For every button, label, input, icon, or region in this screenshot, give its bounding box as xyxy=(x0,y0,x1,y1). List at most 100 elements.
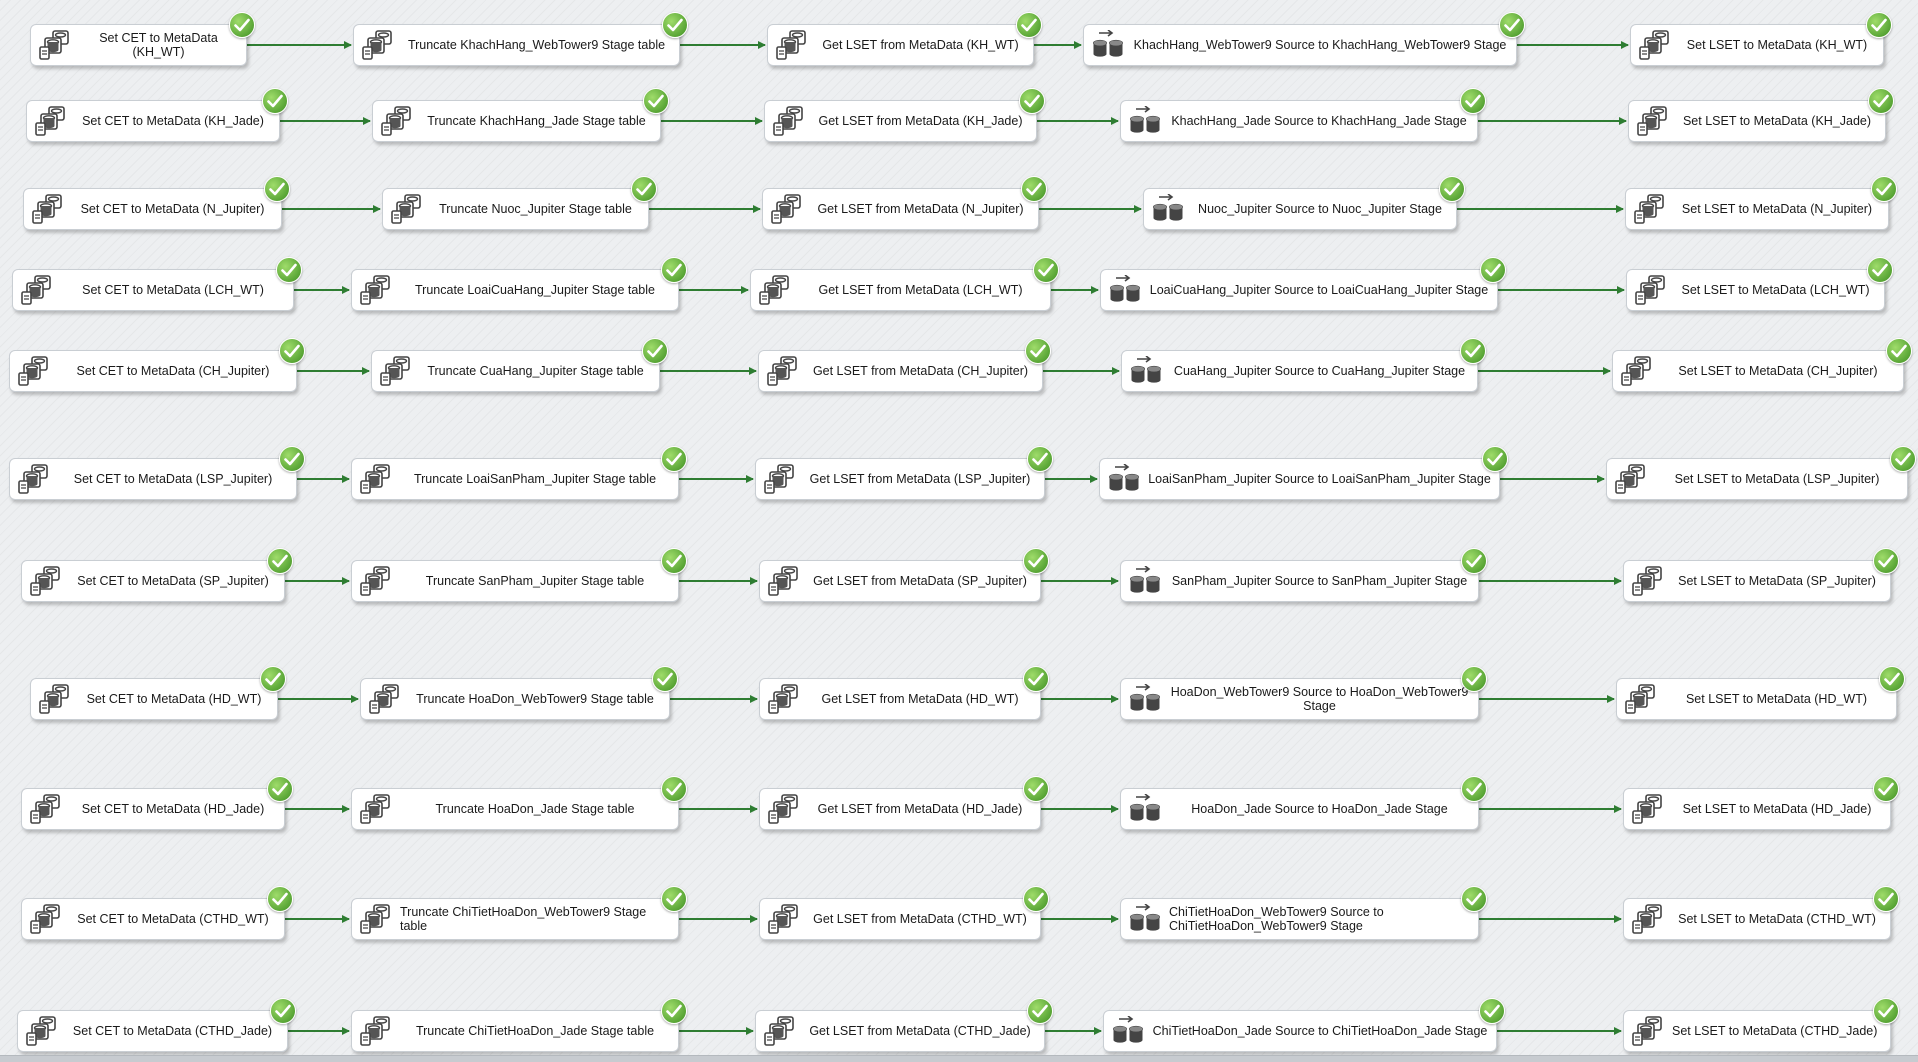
data-flow-task[interactable]: ChiTietHoaDon_Jade Source to ChiTietHoaD… xyxy=(1103,998,1505,1052)
execute-sql-task[interactable]: Set CET to MetaData (LCH_WT) xyxy=(12,257,302,311)
execute-sql-task[interactable]: Set CET to MetaData (HD_WT) xyxy=(30,666,286,720)
execute-sql-task[interactable]: Truncate CuaHang_Jupiter Stage table xyxy=(371,338,668,392)
execute-sql-task[interactable]: Truncate ChiTietHoaDon_WebTower9 Stage t… xyxy=(351,886,687,940)
task-label: Set LSET to MetaData (KH_Jade) xyxy=(1682,114,1872,128)
execute-sql-task[interactable]: Get LSET from MetaData (SP_Jupiter) xyxy=(759,548,1049,602)
designer-bottom-border xyxy=(0,1055,1918,1062)
task-label: KhachHang_Jade Source to KhachHang_Jade … xyxy=(1171,114,1467,128)
data-flow-task-icon xyxy=(1091,29,1125,62)
execute-sql-task-icon xyxy=(1633,194,1667,226)
execute-sql-task[interactable]: Truncate Nuoc_Jupiter Stage table xyxy=(382,176,657,230)
execute-sql-task[interactable]: Get LSET from MetaData (N_Jupiter) xyxy=(762,176,1047,230)
execute-sql-task-icon xyxy=(38,684,72,716)
execute-sql-task-icon xyxy=(359,566,393,598)
execute-sql-task[interactable]: Set CET to MetaData (CTHD_WT) xyxy=(21,886,293,940)
execute-sql-task[interactable]: Set CET to MetaData (HD_Jade) xyxy=(21,776,293,830)
success-check-icon xyxy=(279,446,305,472)
execute-sql-task[interactable]: Set LSET to MetaData (SP_Jupiter) xyxy=(1623,548,1899,602)
success-check-icon xyxy=(661,886,687,912)
execute-sql-task-icon xyxy=(767,794,801,826)
data-flow-task[interactable]: HoaDon_Jade Source to HoaDon_Jade Stage xyxy=(1120,776,1487,830)
execute-sql-task-icon xyxy=(29,794,63,826)
execute-sql-task[interactable]: Get LSET from MetaData (KH_WT) xyxy=(767,12,1042,66)
execute-sql-task[interactable]: Set LSET to MetaData (LSP_Jupiter) xyxy=(1606,446,1916,500)
execute-sql-task[interactable]: Set LSET to MetaData (KH_WT) xyxy=(1630,12,1892,66)
success-check-icon xyxy=(1019,88,1045,114)
success-check-icon xyxy=(1868,88,1894,114)
execute-sql-task[interactable]: Truncate LoaiSanPham_Jupiter Stage table xyxy=(351,446,687,500)
execute-sql-task[interactable]: Get LSET from MetaData (CTHD_WT) xyxy=(759,886,1049,940)
execute-sql-task[interactable]: Get LSET from MetaData (CH_Jupiter) xyxy=(758,338,1051,392)
data-flow-task[interactable]: SanPham_Jupiter Source to SanPham_Jupite… xyxy=(1120,548,1487,602)
execute-sql-task[interactable]: Set LSET to MetaData (N_Jupiter) xyxy=(1625,176,1897,230)
success-check-icon xyxy=(1873,548,1899,574)
execute-sql-task[interactable]: Set LSET to MetaData (HD_WT) xyxy=(1616,666,1905,720)
execute-sql-task[interactable]: Get LSET from MetaData (KH_Jade) xyxy=(764,88,1045,142)
execute-sql-task[interactable]: Set CET to MetaData (CH_Jupiter) xyxy=(9,338,305,392)
task-label: HoaDon_Jade Source to HoaDon_Jade Stage xyxy=(1191,802,1448,816)
task-label: Truncate LoaiCuaHang_Jupiter Stage table xyxy=(415,283,655,297)
task-label: Get LSET from MetaData (LSP_Jupiter) xyxy=(809,472,1031,486)
execute-sql-task-icon xyxy=(25,1016,59,1048)
data-flow-task[interactable]: HoaDon_WebTower9 Source to HoaDon_WebTow… xyxy=(1120,666,1487,720)
task-label: Get LSET from MetaData (KH_Jade) xyxy=(818,114,1023,128)
execute-sql-task[interactable]: Set LSET to MetaData (CH_Jupiter) xyxy=(1612,338,1912,392)
data-flow-task-icon xyxy=(1129,355,1163,388)
execute-sql-task[interactable]: Set CET to MetaData (KH_WT) xyxy=(30,12,255,66)
task-label: LoaiSanPham_Jupiter Source to LoaiSanPha… xyxy=(1148,472,1491,486)
execute-sql-task[interactable]: Get LSET from MetaData (HD_WT) xyxy=(759,666,1049,720)
execute-sql-task[interactable]: Set CET to MetaData (SP_Jupiter) xyxy=(21,548,293,602)
execute-sql-task[interactable]: Truncate KhachHang_Jade Stage table xyxy=(372,88,669,142)
execute-sql-task[interactable]: Set CET to MetaData (CTHD_Jade) xyxy=(17,998,296,1052)
execute-sql-task[interactable]: Truncate HoaDon_Jade Stage table xyxy=(351,776,687,830)
execute-sql-task-icon xyxy=(359,275,393,307)
execute-sql-task[interactable]: Set LSET to MetaData (KH_Jade) xyxy=(1628,88,1894,142)
execute-sql-task[interactable]: Truncate LoaiCuaHang_Jupiter Stage table xyxy=(351,257,687,311)
execute-sql-task-icon xyxy=(1631,904,1665,936)
success-check-icon xyxy=(1461,776,1487,802)
success-check-icon xyxy=(661,257,687,283)
success-check-icon xyxy=(1873,998,1899,1024)
success-check-icon xyxy=(643,88,669,114)
success-check-icon xyxy=(1499,12,1525,38)
execute-sql-task[interactable]: Truncate ChiTietHoaDon_Jade Stage table xyxy=(351,998,687,1052)
success-check-icon xyxy=(1461,666,1487,692)
task-label: Truncate CuaHang_Jupiter Stage table xyxy=(427,364,644,378)
execute-sql-task[interactable]: Truncate KhachHang_WebTower9 Stage table xyxy=(353,12,688,66)
success-check-icon xyxy=(1023,886,1049,912)
data-flow-task[interactable]: LoaiCuaHang_Jupiter Source to LoaiCuaHan… xyxy=(1100,257,1506,311)
execute-sql-task-icon xyxy=(359,904,393,936)
data-flow-task[interactable]: KhachHang_WebTower9 Source to KhachHang_… xyxy=(1083,12,1525,66)
execute-sql-task[interactable]: Truncate HoaDon_WebTower9 Stage table xyxy=(360,666,678,720)
task-label: Get LSET from MetaData (SP_Jupiter) xyxy=(813,574,1027,588)
data-flow-task[interactable]: LoaiSanPham_Jupiter Source to LoaiSanPha… xyxy=(1099,446,1508,500)
data-flow-task[interactable]: CuaHang_Jupiter Source to CuaHang_Jupite… xyxy=(1121,338,1486,392)
task-label: Set CET to MetaData (HD_Jade) xyxy=(81,802,265,816)
execute-sql-task[interactable]: Set CET to MetaData (N_Jupiter) xyxy=(23,176,290,230)
data-flow-task[interactable]: Nuoc_Jupiter Source to Nuoc_Jupiter Stag… xyxy=(1143,176,1465,230)
execute-sql-task-icon xyxy=(1624,684,1658,716)
data-flow-task[interactable]: ChiTietHoaDon_WebTower9 Source to ChiTie… xyxy=(1120,886,1487,940)
execute-sql-task[interactable]: Get LSET from MetaData (LSP_Jupiter) xyxy=(755,446,1053,500)
success-check-icon xyxy=(652,666,678,692)
execute-sql-task[interactable]: Get LSET from MetaData (CTHD_Jade) xyxy=(755,998,1053,1052)
task-label: Get LSET from MetaData (CTHD_WT) xyxy=(813,912,1027,926)
success-check-icon xyxy=(1873,776,1899,802)
execute-sql-task[interactable]: Truncate SanPham_Jupiter Stage table xyxy=(351,548,687,602)
success-check-icon xyxy=(276,257,302,283)
execute-sql-task[interactable]: Get LSET from MetaData (HD_Jade) xyxy=(759,776,1049,830)
success-check-icon xyxy=(264,176,290,202)
execute-sql-task[interactable]: Set LSET to MetaData (HD_Jade) xyxy=(1623,776,1899,830)
execute-sql-task[interactable]: Set LSET to MetaData (CTHD_Jade) xyxy=(1623,998,1899,1052)
execute-sql-task[interactable]: Set LSET to MetaData (CTHD_WT) xyxy=(1623,886,1899,940)
execute-sql-task-icon xyxy=(20,275,54,307)
execute-sql-task[interactable]: Set CET to MetaData (LSP_Jupiter) xyxy=(9,446,305,500)
success-check-icon xyxy=(1027,998,1053,1024)
execute-sql-task[interactable]: Get LSET from MetaData (LCH_WT) xyxy=(750,257,1059,311)
execute-sql-task[interactable]: Set LSET to MetaData (LCH_WT) xyxy=(1626,257,1893,311)
task-label: Truncate Nuoc_Jupiter Stage table xyxy=(439,202,632,216)
data-flow-task[interactable]: KhachHang_Jade Source to KhachHang_Jade … xyxy=(1120,88,1486,142)
execute-sql-task[interactable]: Set CET to MetaData (KH_Jade) xyxy=(26,88,288,142)
success-check-icon xyxy=(267,776,293,802)
